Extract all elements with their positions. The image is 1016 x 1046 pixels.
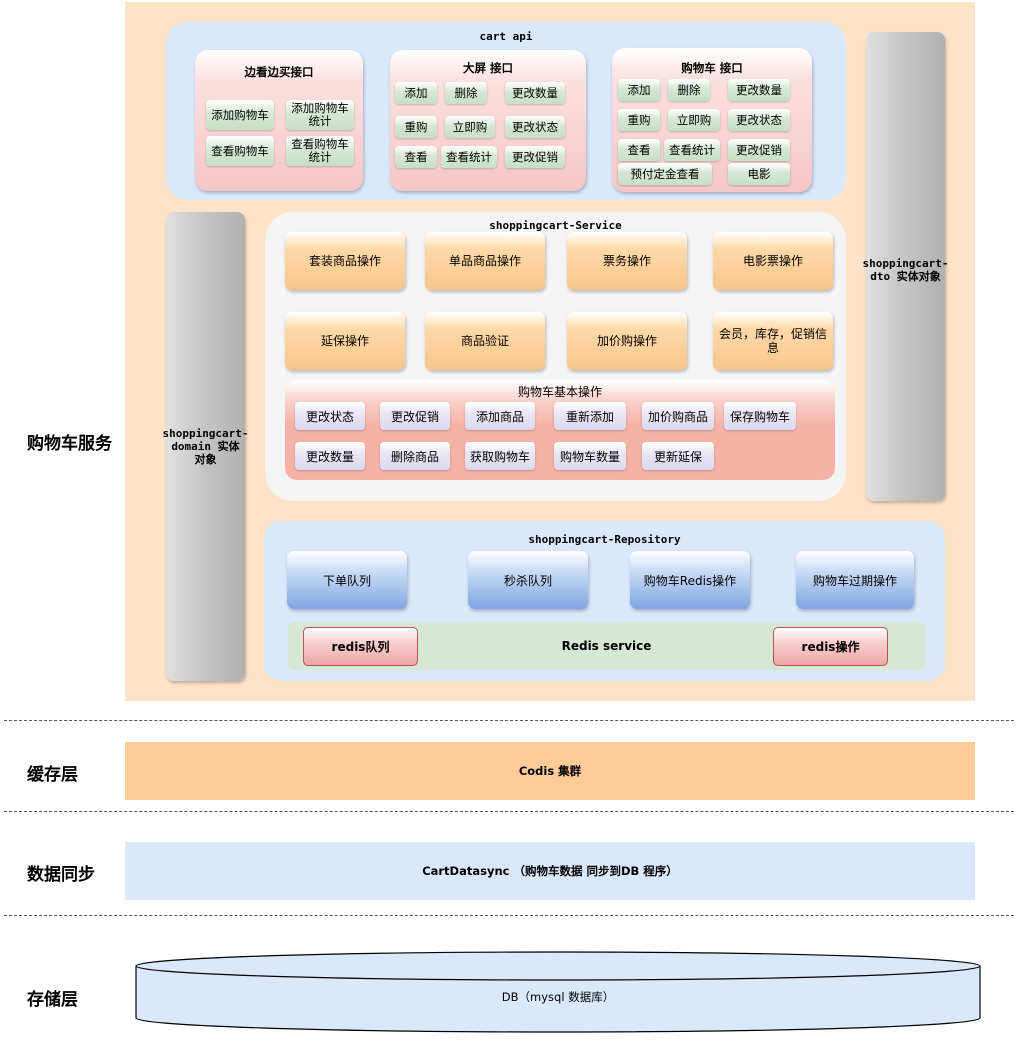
btn-view-cart[interactable]: 查看购物车	[206, 136, 274, 166]
btn-rebuy[interactable]: 重购	[395, 116, 437, 138]
op-single[interactable]: 单品商品操作	[425, 232, 545, 290]
btn-change-promo[interactable]: 更改促销	[728, 139, 790, 161]
btn-change-qty[interactable]: 更改数量	[505, 82, 565, 104]
dto-entity-bar: shoppingcart- dto 实体对象	[862, 32, 949, 501]
btn-add-cart[interactable]: 添加购物车	[206, 100, 274, 130]
label-cache: 缓存层	[27, 765, 78, 785]
btn-change-qty[interactable]: 更改数量	[728, 79, 790, 101]
basic-save-cart[interactable]: 保存购物车	[724, 402, 796, 430]
cart-api-title: cart api	[479, 30, 533, 43]
storage-layer-label: DB（mysql 数据库）	[501, 990, 615, 1004]
separator	[4, 811, 1014, 812]
repo-cart-redis-ops[interactable]: 购物车Redis操作	[630, 551, 750, 609]
btn-view-cart-stats[interactable]: 查看购物车 统计	[286, 136, 354, 166]
btn-change-promo[interactable]: 更改促销	[505, 146, 565, 168]
label-service: 购物车服务	[27, 434, 112, 454]
basic-add-item[interactable]: 添加商品	[465, 402, 535, 430]
sync-layer-label: CartDatasync （购物车数据 同步到DB 程序）	[422, 864, 678, 878]
api-card-title: 购物车 接口	[681, 61, 743, 75]
op-member-info[interactable]: 会员，库存，促销信 息	[713, 312, 833, 370]
basic-get-cart[interactable]: 获取购物车	[465, 442, 535, 470]
basic-cart-count[interactable]: 购物车数量	[554, 442, 626, 470]
sync-layer: CartDatasync （购物车数据 同步到DB 程序）	[125, 842, 975, 900]
dto-entity-label: shoppingcart- dto 实体对象	[862, 257, 949, 283]
btn-add[interactable]: 添加	[395, 82, 437, 104]
api-card-title: 边看边买接口	[244, 65, 314, 79]
redis-queue[interactable]: redis队列	[303, 627, 418, 666]
domain-entity-label: shoppingcart- domain 实体 对象	[162, 427, 249, 466]
btn-delete[interactable]: 删除	[445, 82, 487, 104]
basic-addon-item[interactable]: 加价购商品	[642, 402, 714, 430]
btn-view-stats[interactable]: 查看统计	[441, 146, 497, 168]
label-storage: 存储层	[27, 990, 78, 1010]
repository-title: shoppingcart-Repository	[528, 533, 681, 546]
repo-flash-sale-queue[interactable]: 秒杀队列	[468, 551, 588, 609]
repo-cart-expire-ops[interactable]: 购物车过期操作	[796, 551, 914, 609]
op-warranty[interactable]: 延保操作	[285, 312, 405, 370]
basic-update-warranty[interactable]: 更新延保	[642, 442, 714, 470]
redis-service-label: Redis service	[561, 639, 652, 653]
op-addon[interactable]: 加价购操作	[567, 312, 687, 370]
basic-change-qty[interactable]: 更改数量	[295, 442, 365, 470]
btn-buy-now[interactable]: 立即购	[668, 109, 720, 131]
cache-layer-label: Codis 集群	[518, 764, 582, 778]
separator	[4, 915, 1014, 916]
repo-order-queue[interactable]: 下单队列	[287, 551, 407, 609]
basic-change-promo[interactable]: 更改促销	[380, 402, 450, 430]
op-bundle[interactable]: 套装商品操作	[285, 232, 405, 290]
btn-movie[interactable]: 电影	[728, 163, 790, 185]
btn-add[interactable]: 添加	[618, 79, 660, 101]
op-movie-ticket[interactable]: 电影票操作	[713, 232, 833, 290]
basic-change-status[interactable]: 更改状态	[295, 402, 365, 430]
btn-view[interactable]: 查看	[618, 139, 660, 161]
btn-view-stats[interactable]: 查看统计	[664, 139, 720, 161]
btn-view[interactable]: 查看	[395, 146, 437, 168]
btn-change-status[interactable]: 更改状态	[728, 109, 790, 131]
label-sync: 数据同步	[27, 865, 95, 885]
op-ticket[interactable]: 票务操作	[567, 232, 687, 290]
basic-ops-title: 购物车基本操作	[517, 385, 602, 399]
service-title: shoppingcart-Service	[489, 219, 622, 232]
basic-delete-item[interactable]: 删除商品	[380, 442, 450, 470]
db-cylinder-icon	[135, 951, 981, 1033]
btn-delete[interactable]: 删除	[668, 79, 710, 101]
btn-rebuy[interactable]: 重购	[618, 109, 660, 131]
api-card-title: 大屏 接口	[462, 61, 513, 75]
basic-re-add[interactable]: 重新添加	[554, 402, 626, 430]
btn-add-cart-stats[interactable]: 添加购物车 统计	[286, 100, 354, 130]
separator	[4, 720, 1014, 721]
btn-change-status[interactable]: 更改状态	[505, 116, 565, 138]
btn-buy-now[interactable]: 立即购	[445, 116, 495, 138]
redis-ops[interactable]: redis操作	[773, 627, 888, 666]
cache-layer: Codis 集群	[125, 742, 975, 800]
btn-deposit-view[interactable]: 预付定金查看	[618, 163, 712, 185]
domain-entity-bar: shoppingcart- domain 实体 对象	[162, 212, 249, 681]
op-validate[interactable]: 商品验证	[425, 312, 545, 370]
